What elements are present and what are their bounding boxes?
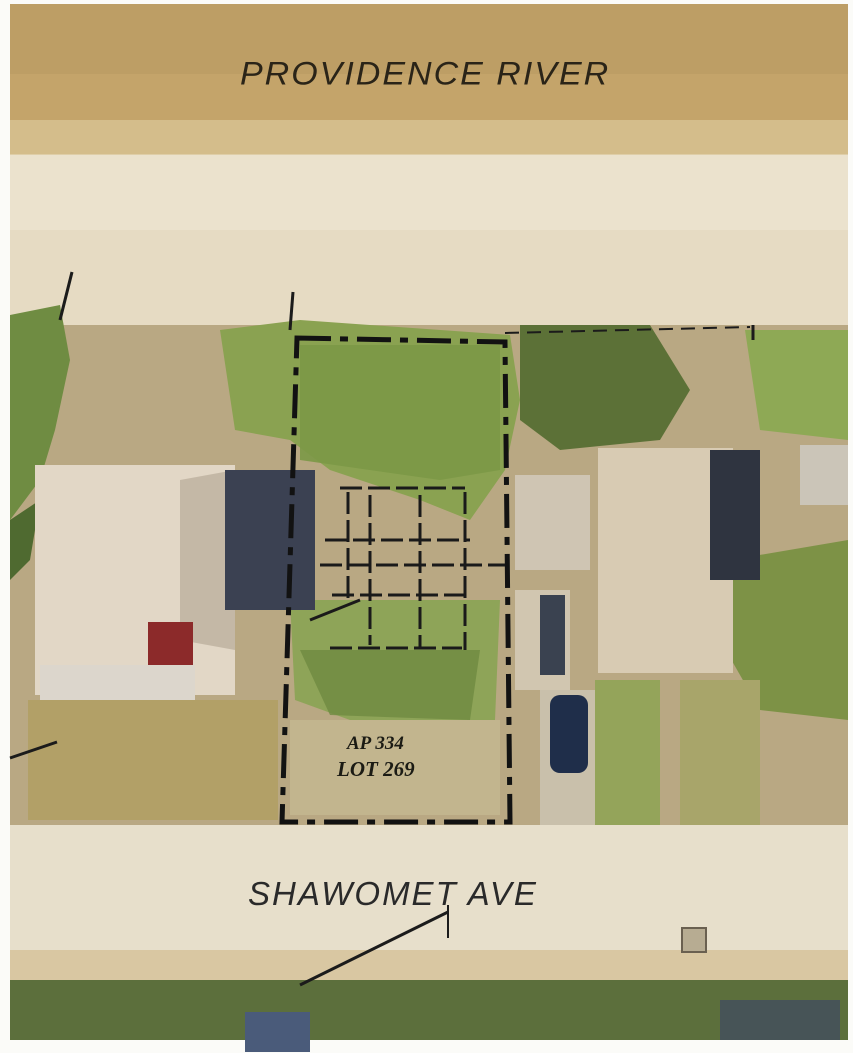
lawn-right-a	[595, 680, 660, 830]
river-label: PROVIDENCE RIVER	[240, 55, 611, 93]
street-name-label: SHAWOMET AVE	[248, 875, 538, 912]
structure-far-right	[800, 445, 848, 505]
street-road	[10, 825, 848, 955]
lawn-left	[28, 700, 278, 820]
pole-line-b	[288, 291, 295, 331]
across-street-roof	[245, 1012, 310, 1052]
house-right-garage-dark	[540, 595, 565, 675]
right-lot-line	[504, 326, 751, 334]
parcel-assessor-plat-label: AP 334	[347, 733, 404, 754]
proposed-deck-line	[309, 598, 361, 622]
proposed-building-outline	[320, 486, 505, 650]
vegetation-far-right	[745, 330, 848, 440]
vegetation-lot-dark	[300, 345, 500, 480]
vegetation-right-mid	[720, 540, 848, 720]
house-left-roof-shade	[180, 470, 235, 650]
river-water-upper	[10, 4, 848, 74]
shoreline-wet-sand	[10, 120, 848, 160]
vegetation-left	[10, 305, 70, 520]
manhole	[681, 927, 707, 953]
house-left-red-car	[148, 622, 193, 670]
lawn-center-dry	[290, 720, 500, 815]
across-street-roof-right	[720, 1000, 840, 1040]
vegetation-neighbor-right	[520, 325, 690, 450]
parcel-lot-label: LOT 269	[337, 757, 415, 781]
vegetation-lot-lower-dark	[300, 650, 480, 720]
house-right-dark-wing	[710, 450, 760, 580]
street-leader	[299, 910, 449, 987]
parcel-boundary	[279, 335, 513, 825]
parked-car	[550, 695, 588, 773]
vegetation-left-lower	[10, 500, 40, 580]
leader-left	[9, 740, 58, 760]
house-left-patio	[40, 665, 195, 700]
beach-dry	[10, 230, 848, 325]
house-right-annex	[515, 475, 590, 570]
street-edge	[10, 950, 848, 980]
lawn-right-b	[680, 680, 760, 830]
house-left-dark-wing	[225, 470, 315, 610]
pole-line-a	[58, 271, 74, 321]
across-street-strip	[10, 980, 848, 1040]
